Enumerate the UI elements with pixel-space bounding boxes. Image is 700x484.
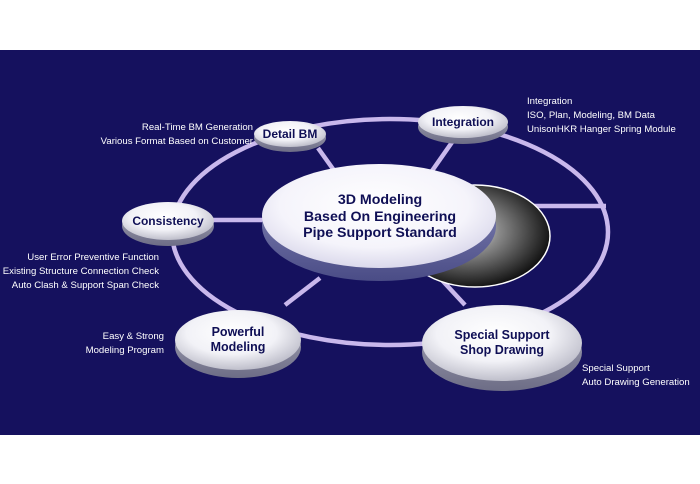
powerful-line-2: Modeling [210, 340, 266, 354]
node-detail-bm: Detail BM [262, 126, 318, 141]
note-detail-bm-1: Real-Time BM Generation [141, 122, 253, 133]
note-detail-bm-2: Various Format Based on Customer [100, 136, 253, 147]
note-integration-3: UnisonHKR Hanger Spring Module [527, 124, 676, 135]
note-special-1: Special Support [582, 363, 650, 374]
center-node-label: 3D Modeling Based On Engineering Pipe Su… [282, 186, 478, 248]
note-consistency: User Error Preventive Function Existing … [3, 251, 159, 293]
node-detail-bm-shape [254, 121, 326, 147]
note-special-support: Special Support Auto Drawing Generation [582, 362, 690, 390]
note-consistency-2: Existing Structure Connection Check [2, 266, 159, 277]
note-integration: Integration ISO, Plan, Modeling, BM Data… [527, 95, 676, 137]
node-consistency-shape [122, 202, 214, 240]
note-detail-bm: Real-Time BM Generation Various Format B… [101, 121, 253, 149]
note-special-2: Auto Drawing Generation [582, 377, 690, 388]
powerful-line-1: Powerful [211, 325, 265, 340]
center-node-top [262, 164, 496, 268]
center-line-3: Pipe Support Standard [303, 225, 457, 242]
note-powerful-modeling: Easy & Strong Modeling Program [86, 330, 164, 358]
spoke-powerful [283, 276, 322, 307]
note-consistency-1: User Error Preventive Function [27, 252, 159, 263]
note-consistency-3: Auto Clash & Support Span Check [11, 280, 159, 291]
node-integration-shape [418, 106, 508, 138]
center-line-1: 3D Modeling [337, 191, 423, 208]
note-powerful-1: Easy & Strong [102, 331, 164, 342]
special-line-2: Shop Drawing [459, 343, 545, 357]
node-powerful-modeling-shape [175, 310, 301, 370]
note-integration-2: ISO, Plan, Modeling, BM Data [527, 110, 655, 121]
node-powerful-modeling: Powerful Modeling [178, 322, 298, 358]
node-integration: Integration [432, 114, 494, 129]
node-special-support-shape [422, 305, 582, 381]
special-line-1: Special Support [454, 328, 550, 343]
note-powerful-2: Modeling Program [85, 345, 164, 356]
node-consistency: Consistency [132, 213, 204, 228]
center-line-2: Based On Engineering [303, 208, 457, 225]
node-special-support: Special Support Shop Drawing [425, 325, 579, 361]
note-integration-1: Integration [527, 96, 573, 107]
